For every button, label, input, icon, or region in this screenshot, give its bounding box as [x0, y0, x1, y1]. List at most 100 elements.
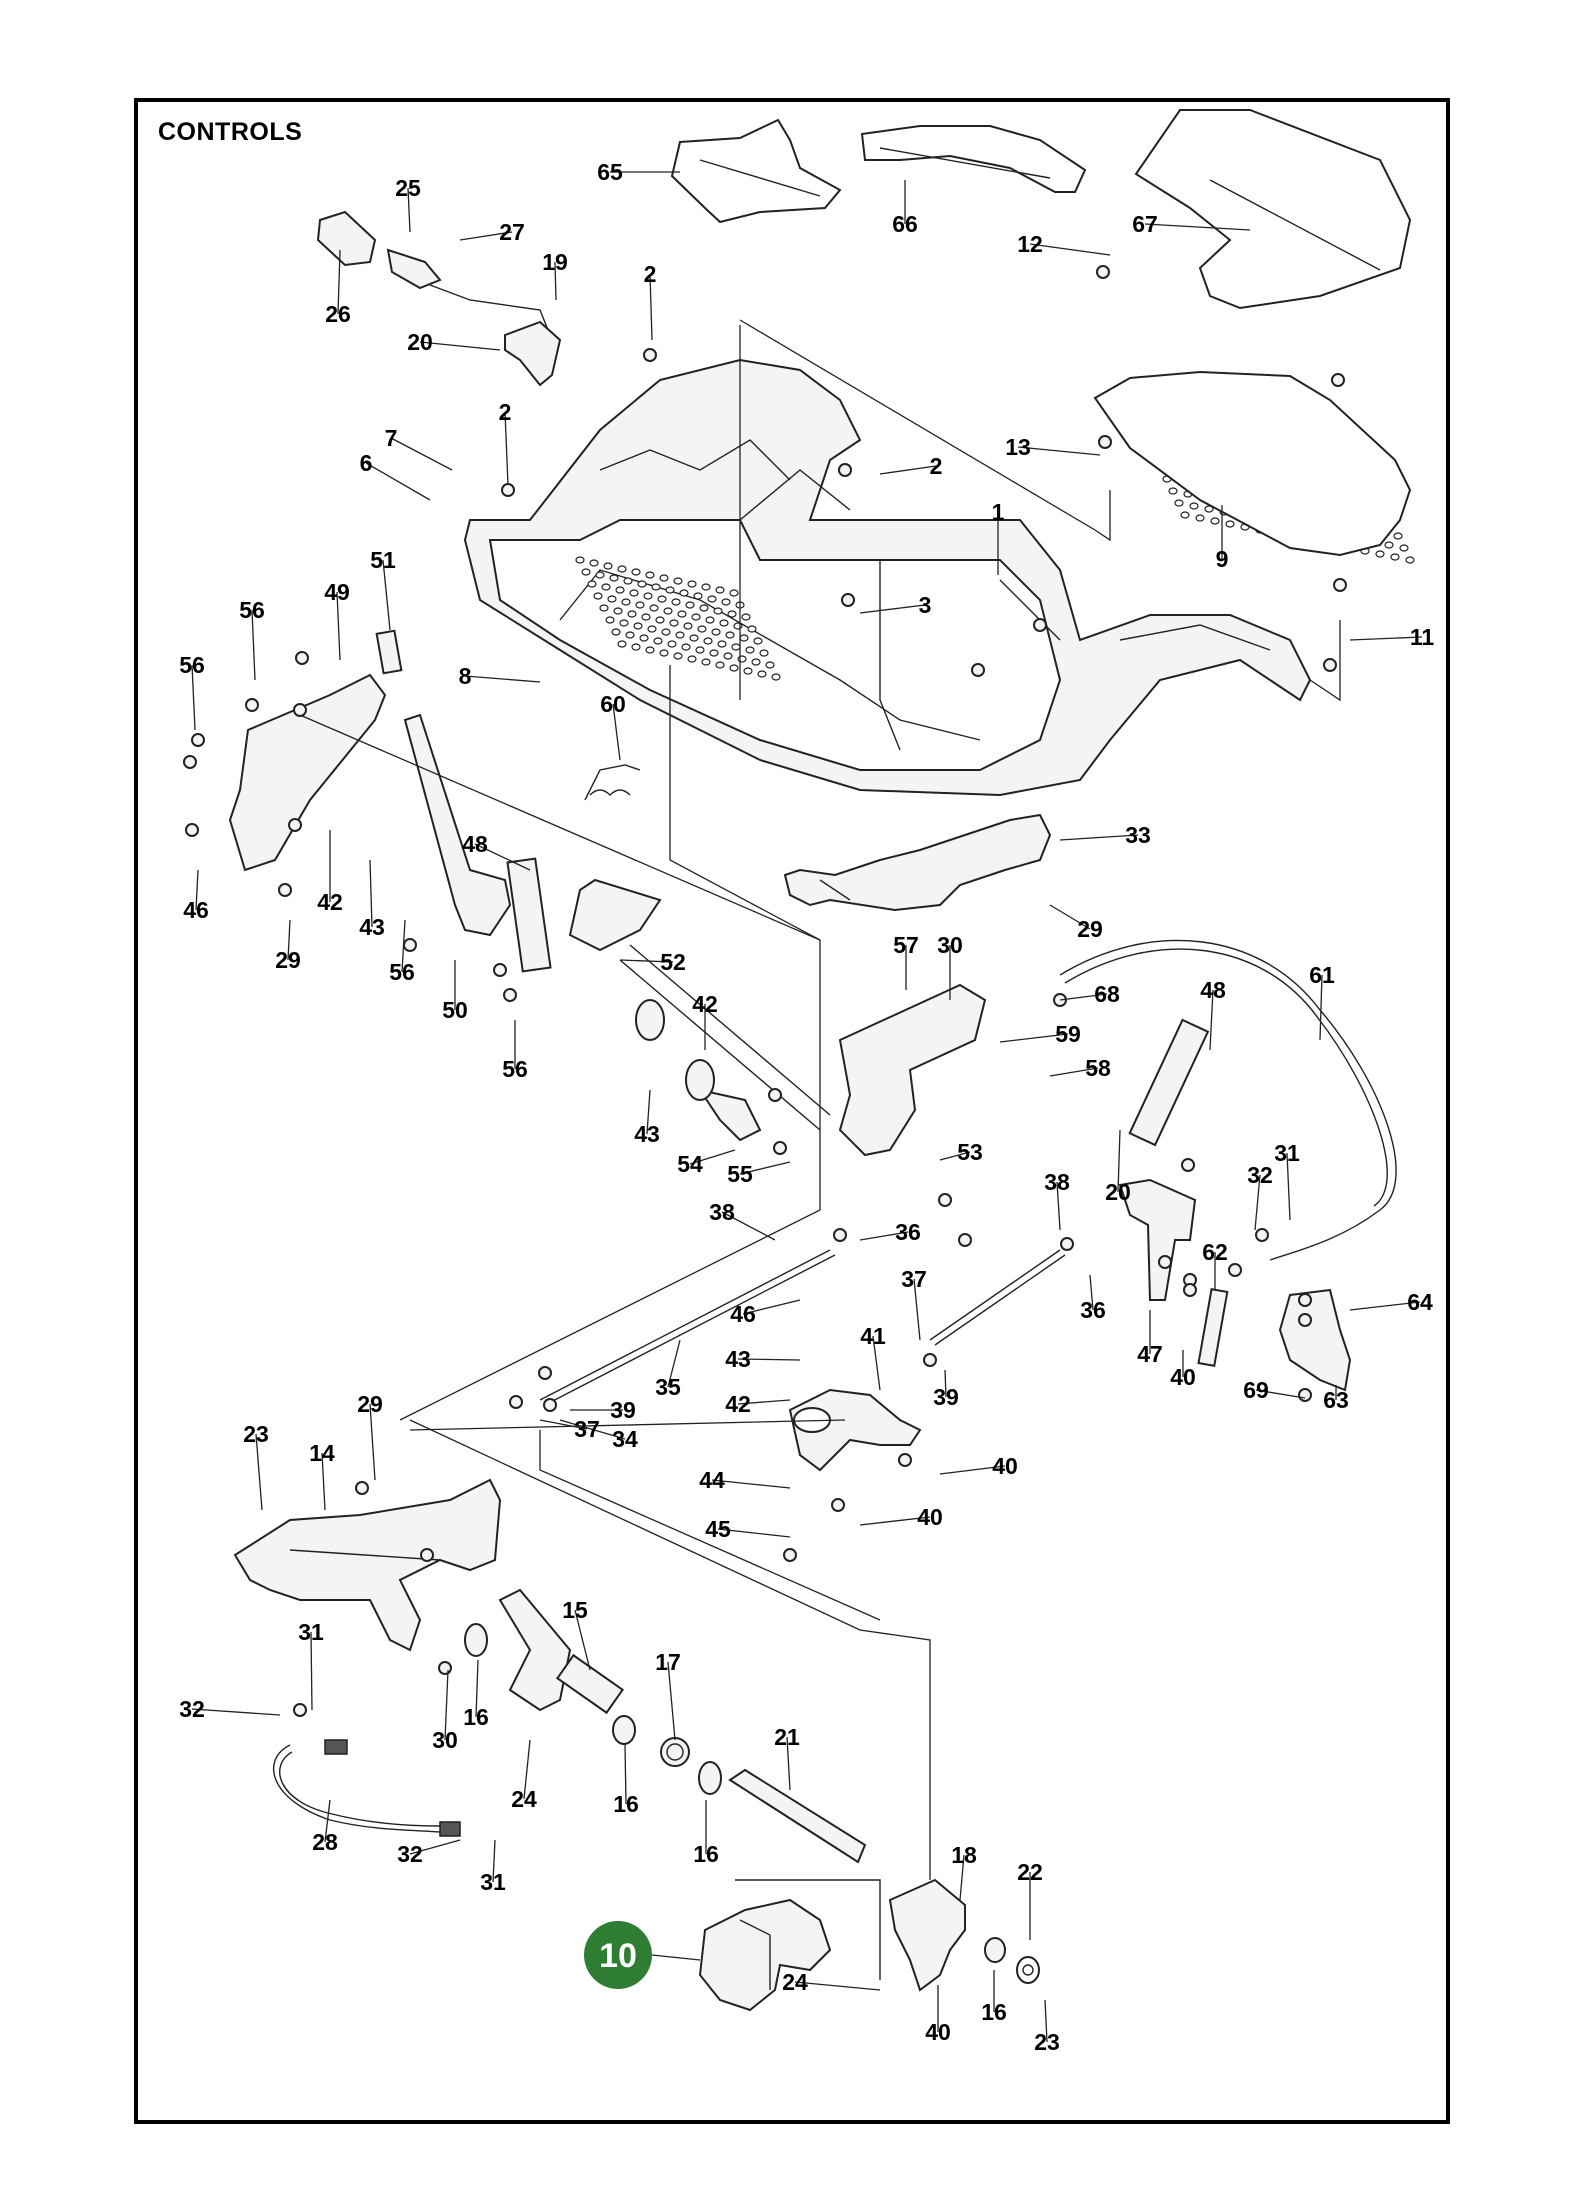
- perforation-hole: [687, 655, 697, 663]
- fastener: [831, 1498, 845, 1512]
- fastener: [1298, 1293, 1312, 1307]
- fastener: [783, 1548, 797, 1562]
- part-number-label: 55: [727, 1161, 753, 1187]
- perforation-hole: [1225, 520, 1235, 528]
- part-number-label: 68: [1094, 981, 1120, 1007]
- part-number-label: 2: [499, 399, 512, 425]
- fastener: [838, 463, 852, 477]
- part-number-label: 29: [357, 1391, 383, 1417]
- perforation-hole: [615, 586, 625, 594]
- perforation-hole: [1393, 532, 1403, 540]
- part-number-label: 15: [562, 1597, 588, 1623]
- part-number-label: 32: [179, 1696, 205, 1722]
- fastener: [1181, 1158, 1195, 1172]
- diagram-frame: [134, 98, 1450, 2124]
- part-number-label: 60: [600, 691, 626, 717]
- perforation-hole: [643, 592, 653, 600]
- label-leader: [879, 465, 937, 475]
- fastener: [643, 348, 657, 362]
- spring-17: [660, 1737, 690, 1767]
- shock-48-left: [506, 857, 552, 973]
- perforation-hole: [759, 649, 769, 657]
- part-number-label: 7: [385, 425, 398, 451]
- fastener: [403, 938, 417, 952]
- fastener: [1228, 1263, 1242, 1277]
- part-number-label: 34: [612, 1426, 638, 1452]
- perforation-hole: [595, 571, 605, 579]
- perforation-hole: [657, 595, 667, 603]
- perforation-hole: [641, 613, 651, 621]
- perforation-hole: [609, 574, 619, 582]
- perforation-hole: [665, 586, 675, 594]
- fastener: [1183, 1283, 1197, 1297]
- perforation-hole: [679, 589, 689, 597]
- fastener: [938, 1193, 952, 1207]
- perforation-hole: [659, 574, 669, 582]
- label-leader: [1029, 243, 1111, 256]
- part-number-label: 67: [1132, 211, 1158, 237]
- part-number-label: 30: [937, 932, 963, 958]
- part-number-label: 56: [179, 652, 205, 678]
- part-number-label: 8: [459, 663, 472, 689]
- component-10: [698, 1879, 881, 2012]
- label-leader: [459, 231, 513, 241]
- part-number-label: 39: [933, 1384, 959, 1410]
- label-leader: [539, 1419, 588, 1430]
- part-number-label: 40: [917, 1504, 943, 1530]
- fastener: [183, 755, 197, 769]
- label-leader: [195, 869, 199, 911]
- fastener: [768, 1088, 782, 1102]
- label-leader: [737, 1358, 801, 1361]
- label-leader: [382, 559, 391, 631]
- part-number-label: 25: [395, 175, 421, 201]
- label-leader: [554, 261, 557, 301]
- fastener: [1255, 1228, 1269, 1242]
- perforation-hole: [757, 670, 767, 678]
- perforation-hole: [683, 622, 693, 630]
- perforation-hole: [645, 646, 655, 654]
- label-leader: [365, 462, 431, 501]
- badge-label: 10: [599, 1937, 637, 1975]
- shock-48-right: [1128, 1018, 1210, 1147]
- part-number-label: 11: [1410, 624, 1435, 650]
- part-number-label: 44: [699, 1467, 725, 1493]
- part-number-label: 42: [317, 889, 343, 915]
- perforation-hole: [731, 643, 741, 651]
- fastener: [278, 883, 292, 897]
- label-leader: [523, 1739, 531, 1800]
- bushing-16b: [612, 1715, 636, 1745]
- label-leader: [336, 591, 341, 661]
- bracket-33: [783, 813, 1052, 912]
- part-number-label: 33: [1125, 822, 1151, 848]
- label-leader: [711, 1479, 791, 1489]
- part-number-label: 62: [1202, 1239, 1228, 1265]
- part-number-label: 45: [705, 1516, 731, 1542]
- perforation-hole: [685, 601, 695, 609]
- perforation-hole: [771, 673, 781, 681]
- spring-60: [584, 764, 641, 801]
- label-leader: [559, 1419, 626, 1440]
- part-number-label: 14: [309, 1440, 335, 1466]
- lever-15: [498, 1588, 624, 1715]
- label-leader: [369, 1403, 376, 1481]
- label-leader: [475, 1659, 479, 1718]
- part-number-label: 31: [298, 1619, 324, 1645]
- perforation-hole: [719, 619, 729, 627]
- label-leader: [574, 1609, 591, 1671]
- perforation-hole: [691, 613, 701, 621]
- fastener: [503, 988, 517, 1002]
- fastener: [1060, 1237, 1074, 1251]
- perforation-hole: [697, 625, 707, 633]
- part-number-label: 16: [693, 1841, 719, 1867]
- part-number-label: 42: [692, 991, 718, 1017]
- perforation-hole: [637, 580, 647, 588]
- part-number-label: 24: [782, 1969, 808, 1995]
- perforation-hole: [603, 562, 613, 570]
- fastener: [1298, 1388, 1312, 1402]
- part-number-label: 56: [239, 597, 265, 623]
- fastener: [958, 1233, 972, 1247]
- plate-49: [228, 673, 387, 872]
- perforation-hole: [617, 640, 627, 648]
- part-number-label: 20: [407, 329, 433, 355]
